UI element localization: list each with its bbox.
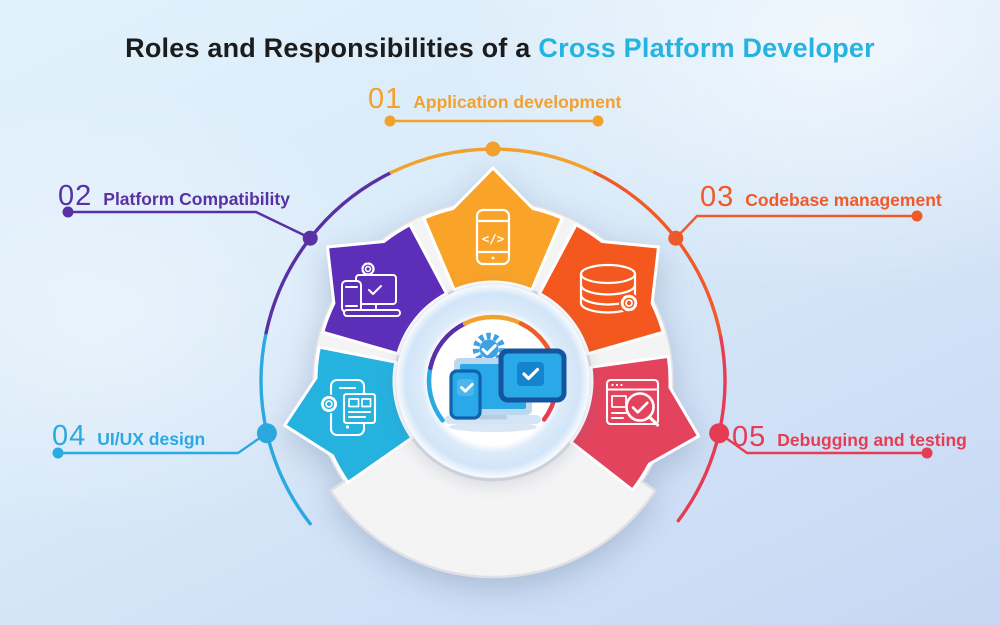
database-gear-icon (579, 263, 639, 314)
item-label: UI/UX design (97, 429, 206, 449)
page-title-prefix: Roles and Responsibilities of a (125, 33, 531, 63)
connector-04 (52, 432, 268, 459)
item-label: Debugging and testing (777, 430, 967, 450)
center-arc-platform (428, 321, 468, 370)
connector-02 (62, 206, 311, 240)
item-label: Application development (413, 92, 622, 112)
wedge-application-development (422, 166, 564, 292)
label-01-application-development: 01 Application development (368, 85, 621, 114)
center-arc-uiux (426, 365, 445, 423)
connector-lines (52, 115, 933, 459)
arc-dot-codebase (668, 230, 684, 246)
phone-icon (449, 369, 482, 420)
item-number: 01 (368, 83, 403, 115)
arc-dot-application (485, 141, 501, 157)
roles-wheel: </> (283, 166, 701, 579)
browser-magnifier-check-icon (605, 378, 660, 427)
line-end-dot (52, 447, 64, 459)
outer-arc-ring (256, 141, 730, 526)
phone-wireframe-gear-icon (319, 378, 377, 437)
item-number: 03 (700, 181, 735, 213)
label-04-uiux-design: 04 UI/UX design (52, 422, 205, 451)
ground-shadow (449, 422, 537, 432)
wheel-empty-segment (328, 434, 658, 579)
multi-device-check-illustration (445, 332, 567, 432)
line-end-dot (384, 115, 396, 127)
connector-01 (384, 115, 604, 127)
label-02-platform-compatibility: 02 Platform Compatibility (58, 182, 290, 211)
line-end-dot (62, 206, 74, 218)
connector-03 (675, 210, 923, 239)
line-end-dot (921, 447, 933, 459)
connector-05 (718, 432, 933, 459)
devices-gear-icon (341, 262, 401, 317)
code-glyph: </> (482, 231, 505, 246)
item-label: Platform Compatibility (103, 189, 290, 209)
line-end-dot (911, 210, 923, 222)
arc-dot-debugging (709, 423, 730, 444)
item-number: 04 (52, 420, 87, 452)
wheel-center (395, 283, 591, 479)
item-number: 02 (58, 180, 93, 212)
arc-dot-platform (302, 230, 318, 246)
gear-icon (472, 332, 506, 366)
page-title-highlight: Cross Platform Developer (538, 33, 875, 63)
arc-dot-uiux (256, 423, 277, 444)
center-arc-application (462, 314, 524, 326)
wedge-codebase-management (538, 223, 665, 356)
label-05-debugging-testing: 05 Debugging and testing (732, 423, 967, 452)
line-end-dot (592, 115, 604, 127)
label-03-codebase-management: 03 Codebase management (700, 183, 942, 212)
smartphone-code-icon: </> (475, 208, 511, 266)
item-label: Codebase management (745, 190, 942, 210)
tablet-icon (498, 348, 567, 403)
